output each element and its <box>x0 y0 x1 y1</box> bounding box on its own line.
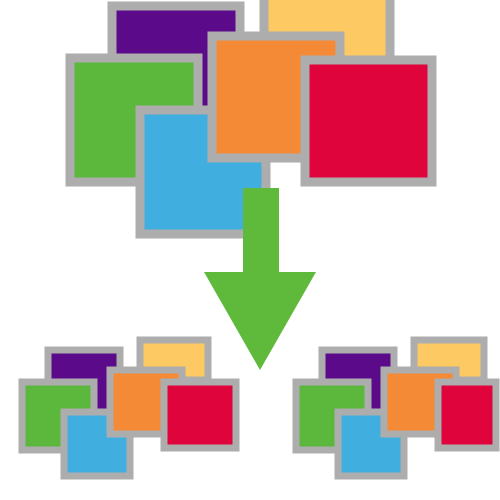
source-window-stack-icon <box>65 0 437 239</box>
red-window <box>434 378 500 452</box>
red-window <box>300 55 437 187</box>
split-window-stack-right-icon <box>292 336 500 480</box>
down-arrow-icon <box>204 272 316 370</box>
red-window <box>160 378 240 452</box>
split-window-stack-left-icon <box>18 336 240 480</box>
arrow-shaft <box>243 188 279 280</box>
blue-window <box>334 408 408 480</box>
